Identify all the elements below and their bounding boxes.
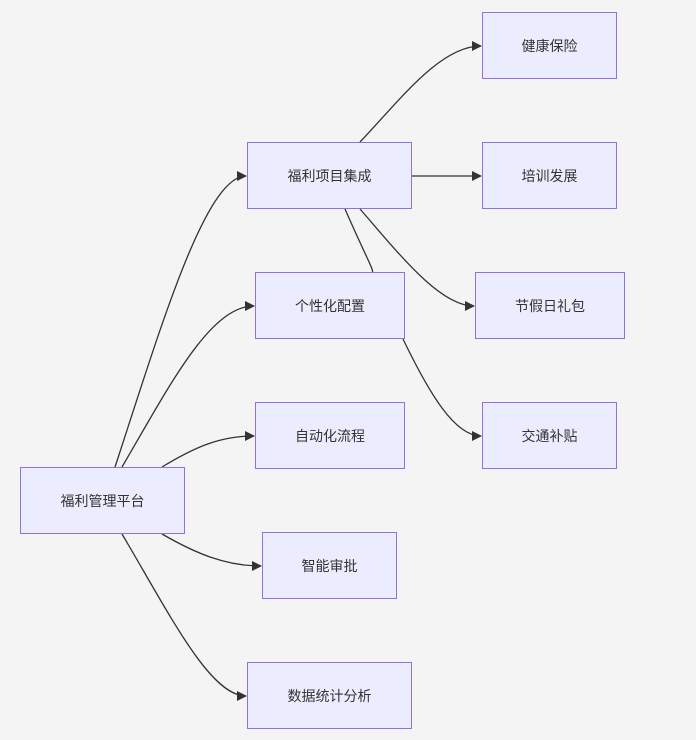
node-statistics: 数据统计分析 bbox=[247, 662, 412, 729]
node-holiday-gift: 节假日礼包 bbox=[475, 272, 625, 339]
edge-root-approval bbox=[161, 533, 262, 571]
node-automation-label: 自动化流程 bbox=[295, 428, 365, 445]
node-training-label: 培训发展 bbox=[521, 168, 578, 185]
node-statistics-label: 数据统计分析 bbox=[287, 688, 372, 705]
edge-integration-transport bbox=[344, 208, 481, 436]
node-integration: 福利项目集成 bbox=[247, 142, 412, 209]
node-root-label: 福利管理平台 bbox=[60, 493, 145, 510]
edge-root-automation bbox=[161, 431, 255, 468]
edge-integration-health bbox=[359, 41, 482, 143]
edge-integration-holiday-gift bbox=[359, 208, 475, 311]
node-automation: 自动化流程 bbox=[255, 402, 405, 469]
node-holiday-gift-label: 节假日礼包 bbox=[515, 298, 585, 315]
node-transport: 交通补贴 bbox=[482, 402, 617, 469]
node-approval: 智能审批 bbox=[262, 532, 397, 599]
node-training: 培训发展 bbox=[482, 142, 617, 209]
node-personalization-label: 个性化配置 bbox=[295, 298, 365, 315]
node-health-label: 健康保险 bbox=[521, 38, 578, 55]
node-approval-label: 智能审批 bbox=[301, 558, 358, 575]
edge-root-personalization bbox=[121, 301, 255, 468]
edge-root-integration bbox=[114, 171, 247, 468]
node-integration-label: 福利项目集成 bbox=[287, 168, 372, 185]
node-health: 健康保险 bbox=[482, 12, 617, 79]
node-transport-label: 交通补贴 bbox=[521, 428, 578, 445]
node-root: 福利管理平台 bbox=[20, 467, 185, 534]
node-personalization: 个性化配置 bbox=[255, 272, 405, 339]
edge-root-statistics bbox=[121, 533, 247, 701]
